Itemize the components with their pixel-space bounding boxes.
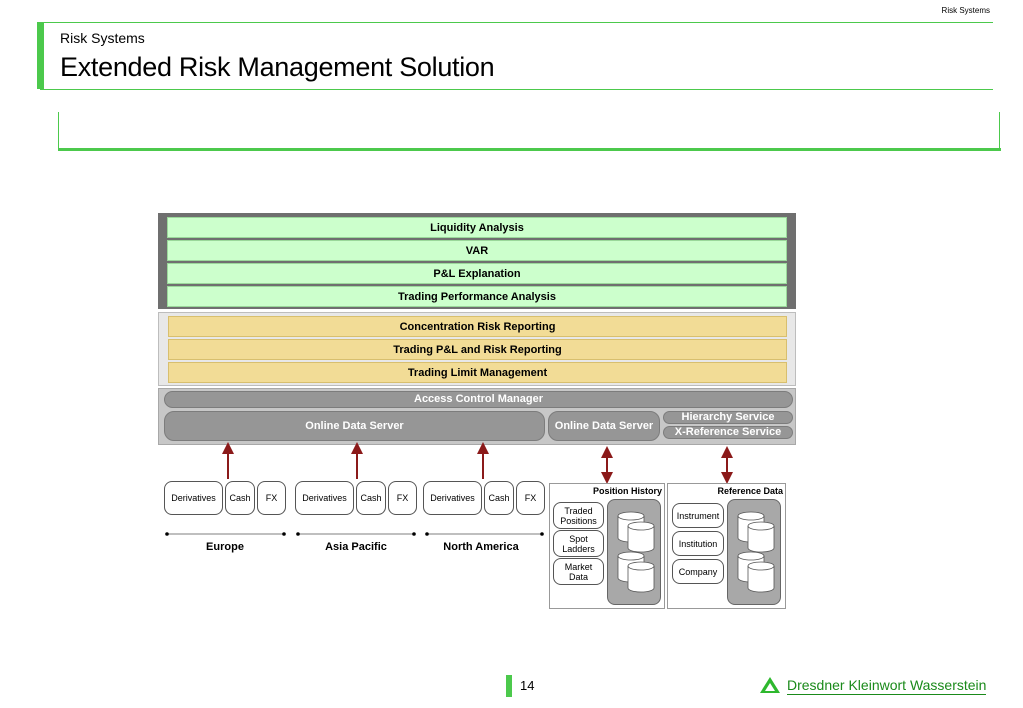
region-asia-pacific: Asia Pacific — [325, 541, 387, 553]
spot-ladders: Spot Ladders — [553, 530, 604, 557]
section-label: Risk Systems — [60, 30, 145, 46]
na-derivatives: Derivatives — [423, 481, 482, 515]
corner-label: Risk Systems — [941, 6, 990, 15]
concentration-risk-band: Concentration Risk Reporting — [168, 316, 787, 337]
company: Company — [672, 559, 724, 584]
pl-explanation-band: P&L Explanation — [167, 263, 787, 284]
access-control-manager: Access Control Manager — [164, 391, 793, 408]
trading-pl-risk-band: Trading P&L and Risk Reporting — [168, 339, 787, 360]
trading-performance-band: Trading Performance Analysis — [167, 286, 787, 307]
na-cash: Cash — [484, 481, 514, 515]
header-top-rule — [40, 22, 993, 23]
europe-fx: FX — [257, 481, 286, 515]
xref-service: X-Reference Service — [663, 426, 793, 439]
region-europe: Europe — [206, 541, 244, 553]
header-accent-bar — [37, 22, 44, 89]
online-data-server-secondary: Online Data Server — [548, 411, 660, 441]
reference-data-databases — [727, 499, 781, 605]
database-icon — [737, 511, 775, 593]
position-history-title: Position History — [592, 486, 662, 496]
region-north-america: North America — [443, 541, 519, 553]
institution: Institution — [672, 531, 724, 556]
position-history-databases — [607, 499, 661, 605]
company-name: Dresdner Kleinwort Wasserstein — [787, 677, 987, 695]
company-logo-icon — [760, 677, 780, 693]
asia-derivatives: Derivatives — [295, 481, 354, 515]
hierarchy-service: Hierarchy Service — [663, 411, 793, 424]
header-bottom-rule — [40, 89, 993, 90]
europe-cash: Cash — [225, 481, 255, 515]
europe-derivatives: Derivatives — [164, 481, 223, 515]
online-data-server-main: Online Data Server — [164, 411, 545, 441]
subtitle-box-underline — [58, 148, 1001, 151]
footer-accent-bar — [506, 675, 512, 697]
var-band: VAR — [167, 240, 787, 261]
asia-fx: FX — [388, 481, 417, 515]
market-data: Market Data — [553, 558, 604, 585]
na-fx: FX — [516, 481, 545, 515]
liquidity-analysis-band: Liquidity Analysis — [167, 217, 787, 238]
trading-limit-band: Trading Limit Management — [168, 362, 787, 383]
database-icon — [617, 511, 655, 593]
page-title: Extended Risk Management Solution — [60, 52, 495, 82]
reference-data-title: Reference Data — [717, 486, 783, 496]
subtitle-box — [58, 112, 1000, 149]
asia-cash: Cash — [356, 481, 386, 515]
page-number: 14 — [520, 678, 535, 693]
instrument: Instrument — [672, 503, 724, 528]
traded-positions: Traded Positions — [553, 502, 604, 529]
